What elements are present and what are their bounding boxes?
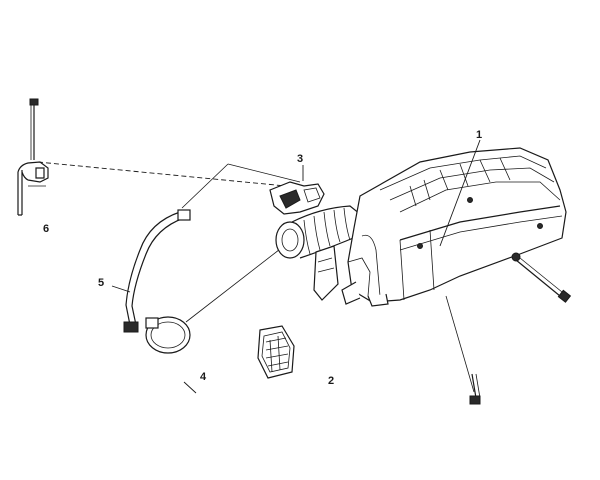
part-3-intake-joint (181, 163, 325, 215)
hose-clamp-ring (145, 316, 191, 354)
label-2: 2 (328, 375, 334, 387)
label-3: 3 (297, 153, 303, 165)
label-1: 1 (476, 129, 482, 141)
leader-1 (439, 139, 481, 247)
part-1-air-filter-box (341, 147, 567, 307)
leader-5 (111, 285, 131, 293)
part-6-bolt-bracket (17, 98, 49, 216)
mounting-bolt-bottom (445, 295, 481, 405)
part-2-filter-element (257, 325, 295, 379)
mount-bracket (313, 245, 339, 301)
label-6: 6 (43, 223, 49, 235)
part-4-leader (183, 381, 197, 394)
mounting-bolt-right (515, 257, 572, 303)
guide-line-clamp (185, 245, 285, 323)
label-4: 4 (200, 371, 207, 383)
part-5-hose (123, 209, 191, 333)
label-5: 5 (98, 277, 104, 289)
guide-line-6-3 (37, 161, 297, 188)
